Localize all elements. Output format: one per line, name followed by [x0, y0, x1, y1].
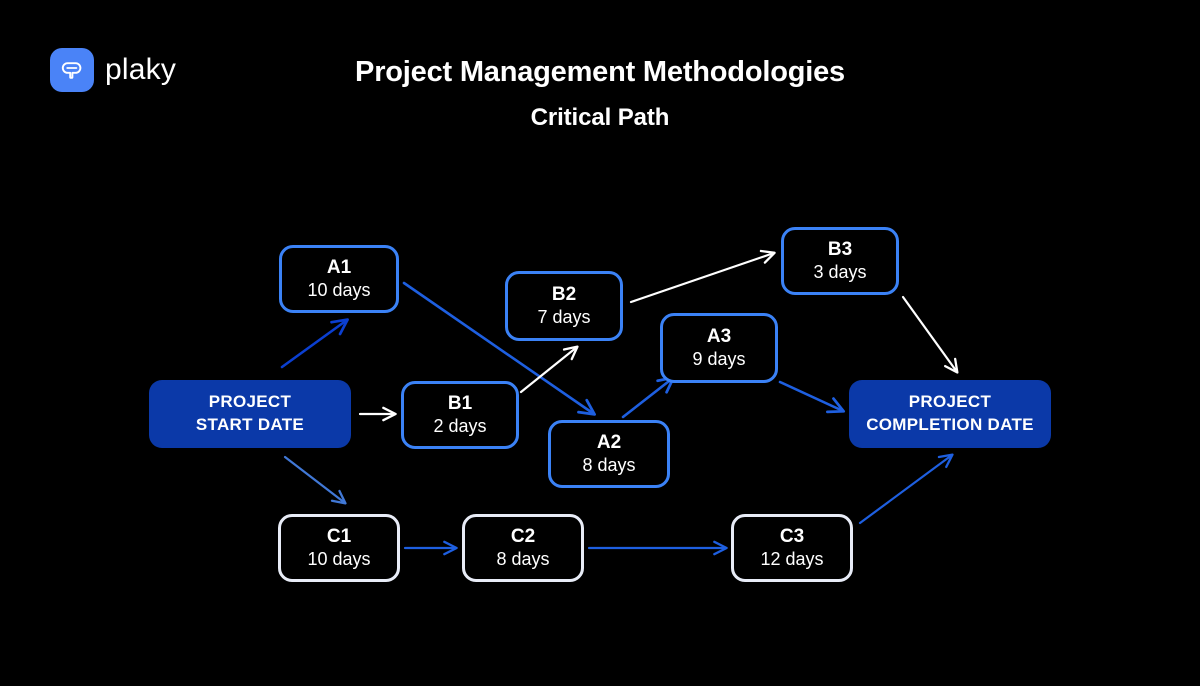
edge-b3-to-end — [901, 295, 959, 374]
node-duration: 3 days — [813, 261, 867, 282]
edge-start-to-a1 — [280, 318, 349, 369]
node-label: PROJECT — [208, 392, 292, 412]
node-duration: 2 days — [433, 415, 487, 436]
edge-start-to-c1 — [283, 455, 347, 505]
node-label: C3 — [779, 525, 805, 547]
node-duration: 8 days — [582, 454, 636, 475]
plaky-logo-icon — [50, 48, 94, 92]
edge-b1-to-b2 — [519, 345, 579, 394]
node-duration: 10 days — [307, 548, 371, 569]
node-label: PROJECT — [908, 392, 992, 412]
node-start: PROJECT START DATE — [149, 380, 351, 448]
node-label: B1 — [447, 392, 473, 414]
edge-b2-to-b3 — [629, 249, 776, 304]
edge-a1-to-a2 — [402, 281, 596, 416]
node-label: B3 — [827, 238, 853, 260]
edge-c3-to-end — [858, 453, 954, 525]
node-label: C2 — [510, 525, 536, 547]
node-end: PROJECT COMPLETION DATE — [849, 380, 1051, 448]
node-duration: 9 days — [692, 348, 746, 369]
node-label: C1 — [326, 525, 352, 547]
node-label: A2 — [596, 431, 622, 453]
page-title: Project Management Methodologies — [355, 56, 845, 88]
brand-name: plaky — [105, 53, 177, 86]
node-label: A3 — [706, 325, 732, 347]
edge-a3-to-end — [778, 380, 846, 414]
node-duration: 7 days — [537, 306, 591, 327]
node-label-second-line: COMPLETION DATE — [866, 415, 1034, 434]
node-duration: 12 days — [760, 548, 824, 569]
node-duration: 8 days — [496, 548, 550, 569]
node-label-second-line: START DATE — [195, 415, 305, 434]
node-label: B2 — [551, 283, 577, 305]
brand-logo: plaky — [50, 48, 176, 92]
edge-a2-to-a3 — [621, 376, 675, 419]
node-label: A1 — [326, 256, 352, 278]
node-duration: 10 days — [307, 279, 371, 300]
page-subtitle: Critical Path — [530, 104, 670, 131]
